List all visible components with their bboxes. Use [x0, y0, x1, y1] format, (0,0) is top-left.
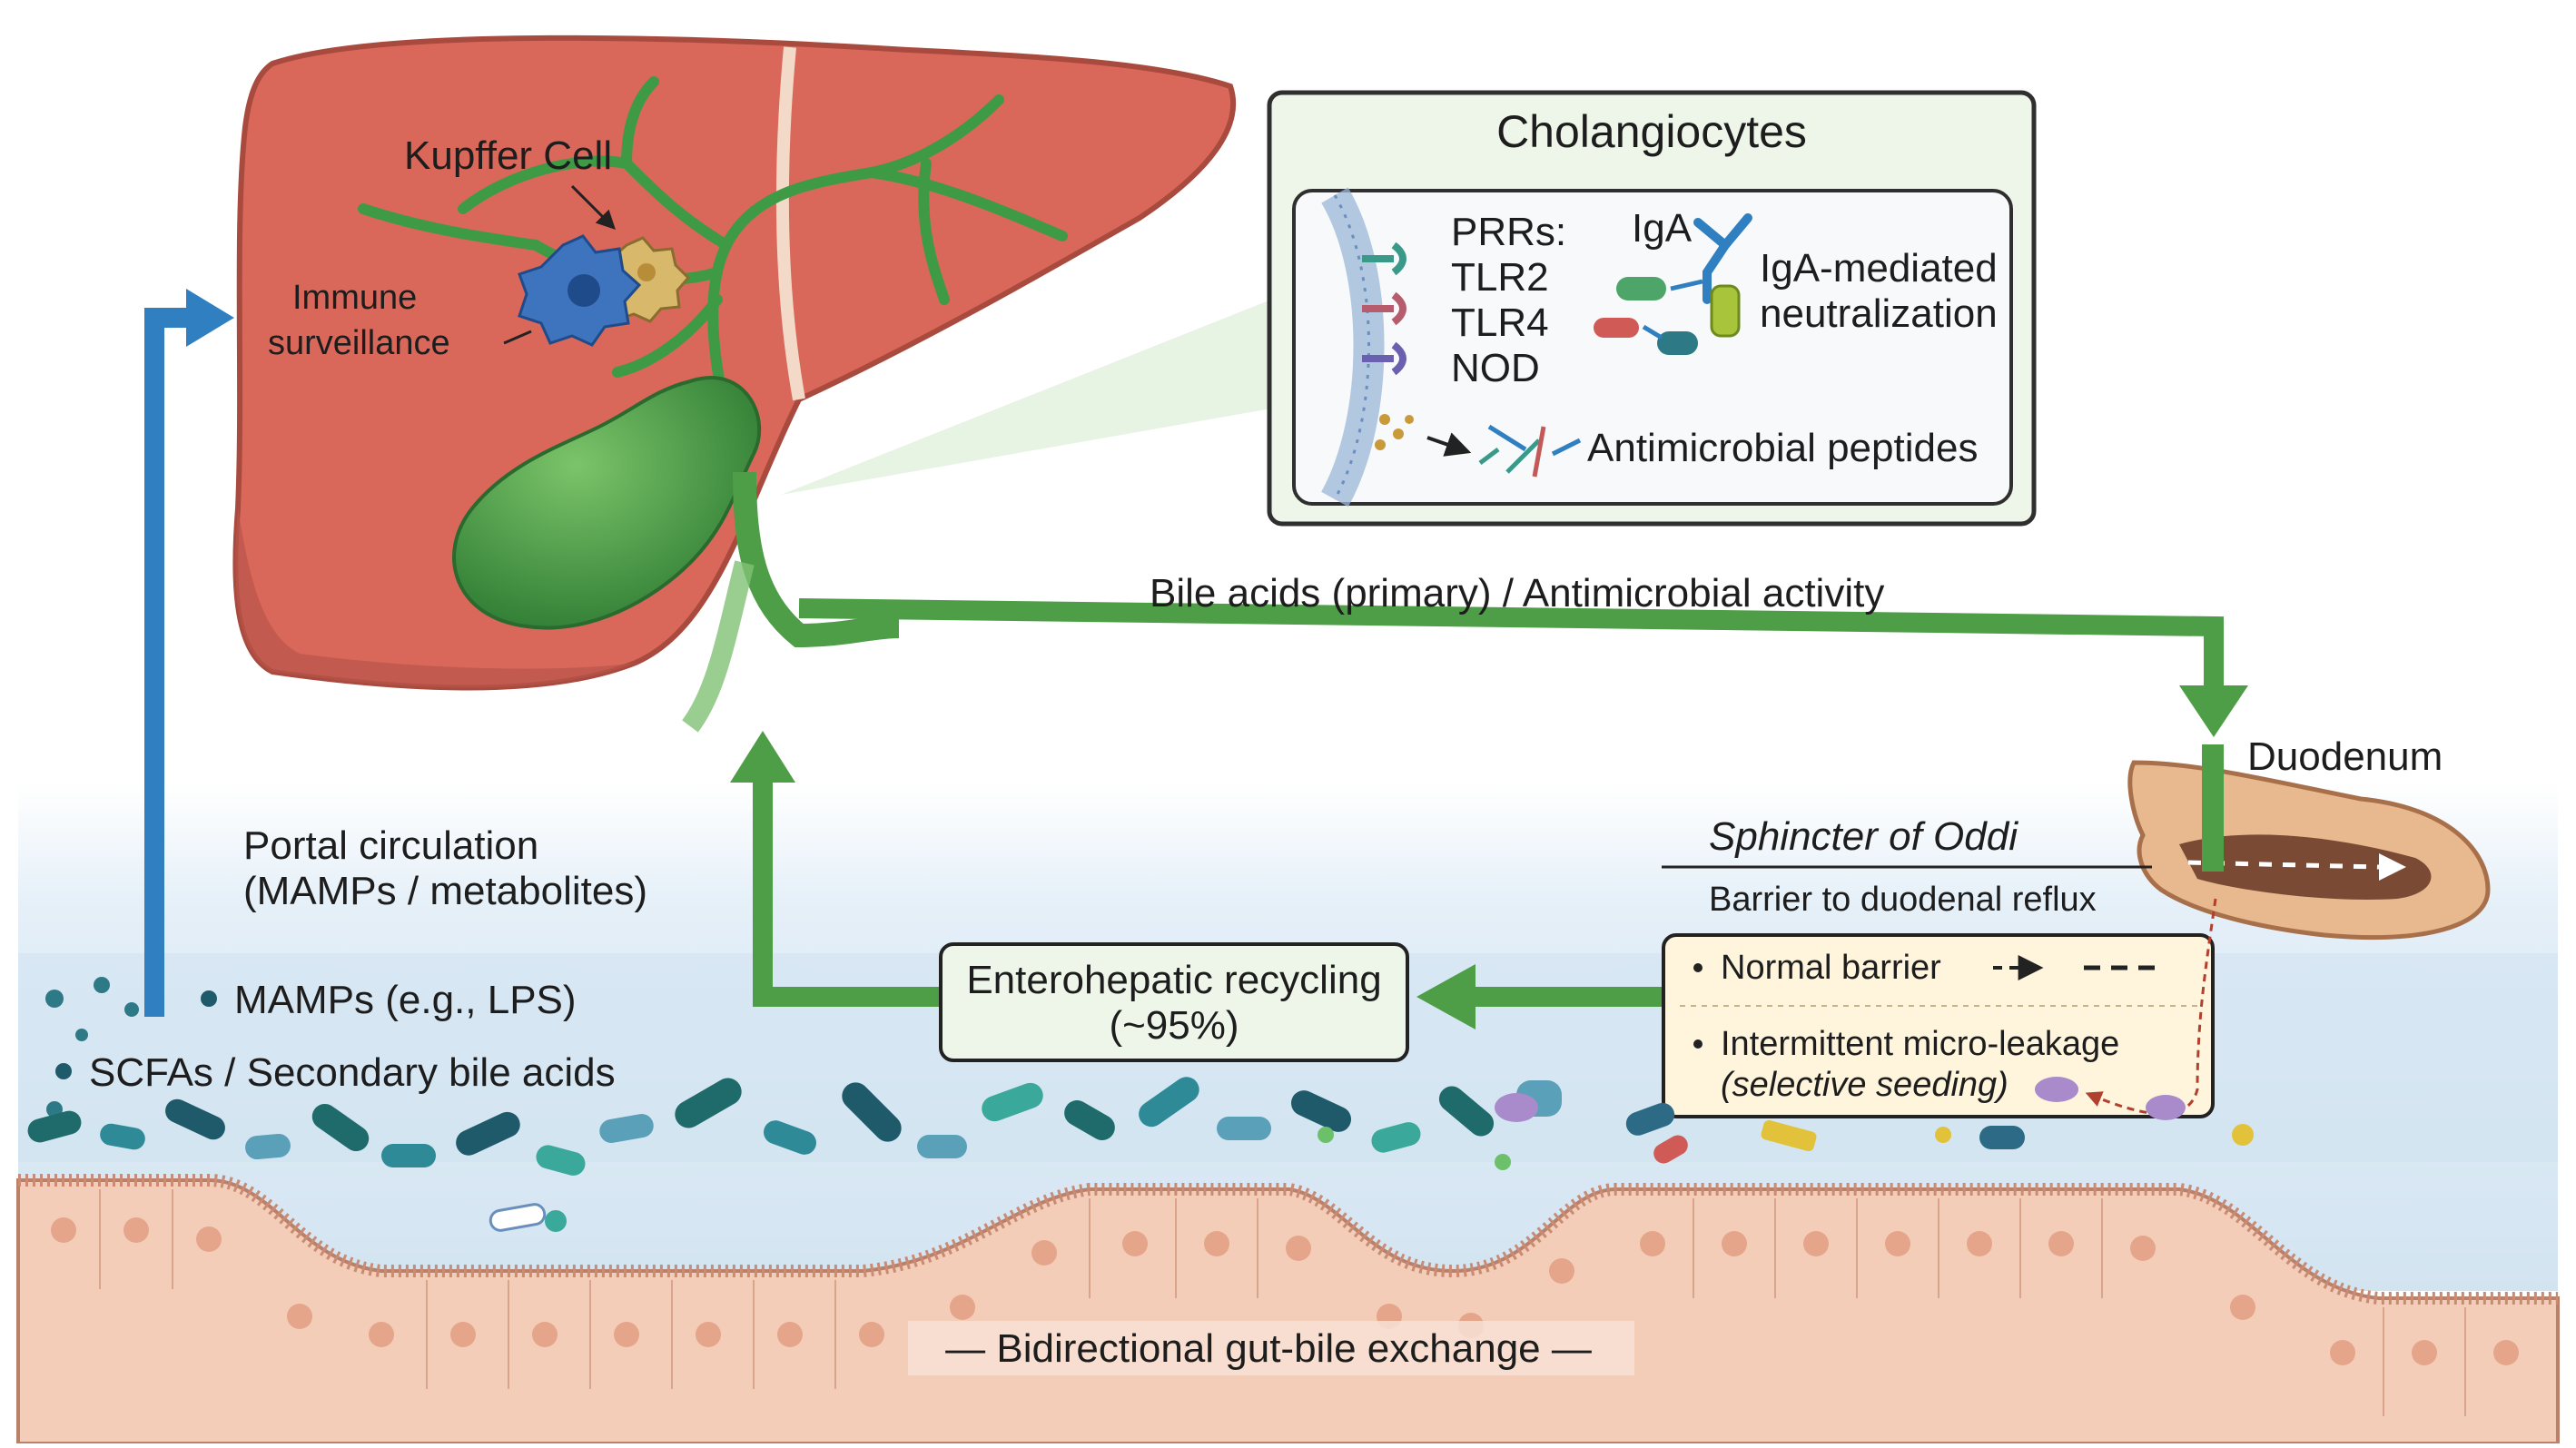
cholangiocytes-panel: Cholangiocytes PRRs: TLR2 TLR4 NOD IgA I… — [781, 90, 2037, 527]
amp-arrow — [1426, 432, 1472, 457]
iga-text-line2: neutralization — [1760, 291, 1998, 336]
receptor-tlr4: TLR4 — [1451, 300, 1549, 345]
cholangiocytes-inner — [1292, 189, 2013, 506]
recycling-line2: (~95%) — [1109, 1003, 1239, 1048]
peptide-granules-icon — [1375, 414, 1414, 450]
epithelial-nuclei — [51, 1217, 2519, 1365]
recycling-line1: Enterohepatic recycling — [966, 958, 1381, 1002]
iga-text-line1: IgA-mediated — [1760, 246, 1998, 291]
amp-label: Antimicrobial peptides — [1587, 426, 1978, 470]
cell-borders — [99, 1189, 2466, 1416]
receptor-nod: NOD — [1451, 346, 1540, 390]
mamps-label: MAMPs (e.g., LPS) — [234, 978, 577, 1022]
recycling-box — [939, 942, 1409, 1062]
immune-pointer — [503, 330, 532, 345]
receptor-icons — [1362, 241, 1406, 376]
duodenum-flow-head — [2379, 853, 2406, 881]
portal-arrow — [144, 289, 234, 1017]
leakage-bacterium-icon — [2035, 1077, 2078, 1102]
liver-shadow — [235, 508, 636, 688]
kupffer-label: Kupffer Cell — [404, 133, 612, 178]
normal-barrier-text: Normal barrier — [1721, 949, 1941, 987]
sphincter-label: Sphincter of Oddi — [1709, 814, 2018, 859]
portal-line2: (MAMPs / metabolites) — [243, 869, 647, 913]
common-bile-duct — [733, 471, 900, 648]
duodenum-lumen — [2179, 834, 2432, 900]
cholangiocytes-title: Cholangiocytes — [1496, 106, 1807, 157]
footer-backdrop — [908, 1321, 1634, 1375]
immune-label-line2: surveillance — [268, 324, 450, 362]
zoom-wedge — [781, 300, 1271, 495]
metabolite-dots — [45, 977, 139, 1118]
barrier-legend-box: Normal barrier Intermittent micro-leakag… — [1662, 933, 2215, 1118]
mamps-bullet — [201, 990, 217, 1007]
leakage-path — [2085, 898, 2217, 1116]
falciform-ligament — [775, 46, 805, 401]
immune-nucleus — [568, 274, 600, 307]
bile-flow-arrow — [798, 598, 2248, 737]
scfas-bullet — [55, 1063, 72, 1079]
leakage-text-line1: Intermittent micro-leakage — [1721, 1025, 2119, 1063]
antimicrobial-peptides-icon — [1478, 424, 1582, 478]
gut-microbiota — [27, 1077, 2254, 1232]
bacteria-icons — [1594, 277, 1703, 355]
gut-footer-label: — Bidirectional gut-bile exchange — — [945, 1326, 1592, 1371]
recycling-arrow — [730, 731, 1662, 1029]
barrier-label: Barrier to duodenal reflux — [1709, 881, 2097, 919]
duodenum-label: Duodenum — [2247, 734, 2443, 779]
papilla-duct — [2202, 744, 2224, 872]
bile-flow-label: Bile acids (primary) / Antimicrobial act… — [1150, 571, 1884, 616]
leakage-text-line2: (selective seeding) — [1721, 1066, 2008, 1104]
iga-antibody-icon — [1693, 213, 1752, 338]
portal-line1: Portal circulation — [243, 823, 538, 868]
kupffer-nucleus — [637, 263, 656, 281]
gallbladder — [452, 376, 762, 630]
scfas-label: SCFAs / Secondary bile acids — [89, 1050, 616, 1095]
prrs-label: PRRs: — [1451, 210, 1566, 254]
receptor-tlr2: TLR2 — [1451, 255, 1549, 300]
membrane-dots — [1333, 194, 1370, 500]
intestinal-epithelium — [16, 1174, 2560, 1445]
kupffer-pointer — [570, 184, 616, 230]
duodenum — [2127, 744, 2491, 940]
bile-duct-lower — [682, 560, 755, 733]
iga-label: IgA — [1632, 206, 1693, 251]
immune-label-line1: Immune — [292, 279, 417, 317]
liver: Kupffer Cell Immune surveillance — [232, 34, 1237, 733]
